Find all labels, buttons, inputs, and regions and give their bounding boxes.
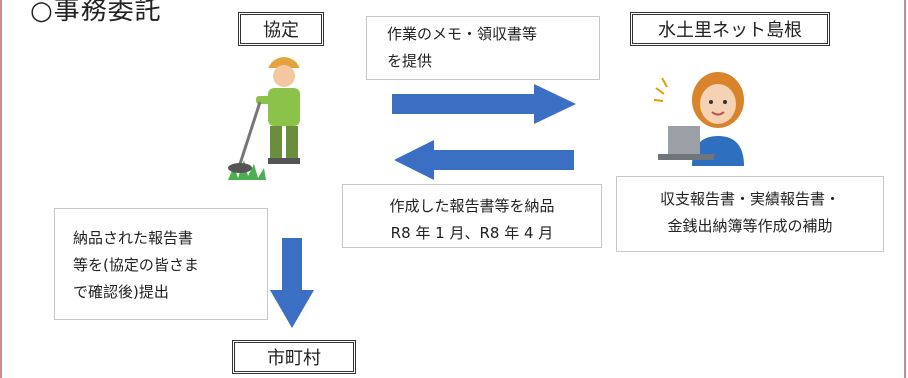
arrow-down-icon: [270, 238, 314, 328]
label-mizutsuchisato: 水土里ネット島根: [630, 12, 830, 46]
note-assist-creation: 収支報告書・実績報告書・ 金銭出納簿等作成の補助: [616, 176, 884, 252]
note-submit-report: 納品された報告書 等を(協定の皆さま で確認後)提出: [54, 208, 268, 320]
note-line: 作成した報告書等を納品: [389, 197, 555, 215]
arrow-right-icon: [392, 84, 576, 124]
note-provide-memo: 作業のメモ・領収書等 を提供: [366, 16, 600, 80]
note-line: R8 年 1 月、R8 年 4 月: [390, 224, 554, 242]
note-line: 収支報告書・実績報告書・: [659, 190, 840, 208]
note-line: で確認後)提出: [73, 283, 169, 301]
note-line: 納品された報告書: [73, 229, 194, 247]
woman-at-laptop-icon: [653, 72, 744, 166]
note-deliver-report: 作成した報告書等を納品 R8 年 1 月、R8 年 4 月: [342, 184, 602, 248]
label-kyotei: 協定: [238, 12, 324, 46]
note-line: 作業のメモ・領収書等: [387, 25, 538, 43]
arrow-left-icon: [394, 140, 574, 180]
note-line: 等を(協定の皆さま: [73, 256, 199, 274]
diagram-title: ○事務委託: [30, 0, 162, 26]
farmer-with-trimmer-icon: [228, 57, 300, 180]
label-shichoson: 市町村: [232, 340, 356, 374]
note-line: 金銭出納簿等作成の補助: [667, 217, 833, 235]
note-line: を提供: [387, 52, 433, 70]
